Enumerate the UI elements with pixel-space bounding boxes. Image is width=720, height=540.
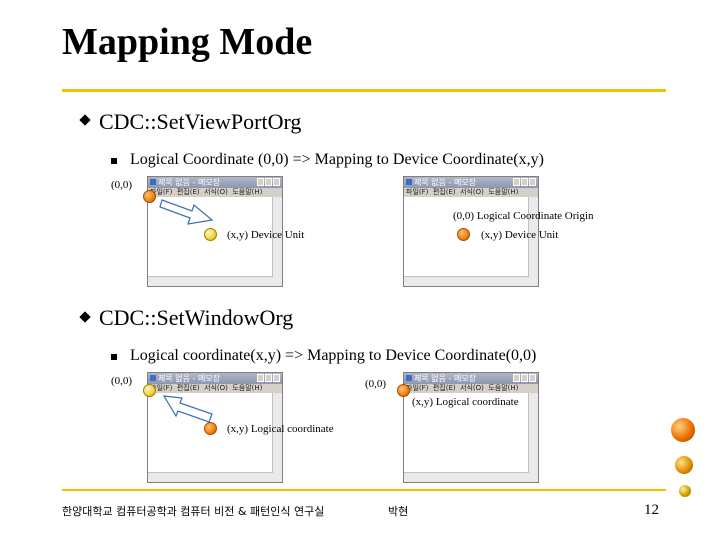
menu-edit[interactable]: 편집(E) [176, 188, 200, 196]
section1-left-point-label: (x,y) Device Unit [227, 229, 305, 241]
menu-format[interactable]: 서식(O) [460, 188, 484, 196]
origin-dot-icon [397, 384, 410, 397]
vertical-scrollbar[interactable] [528, 197, 538, 286]
notepad-window-s2-left: 제목 없음 - 메모장 파일(F) 편집(E) 서식(O) 도움말(H) [147, 372, 283, 483]
section1-right-origin-label: (0,0) Logical Coordinate Origin [453, 210, 594, 222]
menu-help[interactable]: 도움말(H) [488, 188, 519, 196]
window-title: 제목 없음 - 메모장 [414, 178, 477, 187]
page-title: Mapping Mode [62, 21, 313, 63]
menu-edit[interactable]: 편집(E) [176, 384, 200, 392]
menu-file[interactable]: 파일(F) [406, 384, 429, 392]
vertical-scrollbar[interactable] [272, 197, 282, 286]
window-menubar: 파일(F) 편집(E) 서식(O) 도움말(H) [404, 384, 538, 393]
section1-right-point-label: (x,y) Device Unit [481, 229, 559, 241]
menu-help[interactable]: 도움말(H) [488, 384, 519, 392]
window-titlebar: 제목 없음 - 메모장 [404, 177, 538, 188]
notepad-icon [406, 375, 412, 381]
maximize-icon[interactable] [521, 178, 528, 186]
window-titlebar: 제목 없음 - 메모장 [148, 177, 282, 188]
notepad-icon [150, 375, 156, 381]
vertical-scrollbar[interactable] [272, 393, 282, 482]
menu-edit[interactable]: 편집(E) [432, 188, 456, 196]
close-icon[interactable] [273, 178, 280, 186]
section2-right-origin-label: (0,0) [365, 378, 387, 390]
footer-author: 박현 [388, 505, 409, 518]
bullet-square-icon [111, 158, 117, 164]
origin-dot-icon [457, 228, 470, 241]
section1-sub: Logical Coordinate (0,0) => Mapping to D… [130, 151, 544, 168]
window-menubar: 파일(F) 편집(E) 서식(O) 도움말(H) [148, 188, 282, 197]
vertical-scrollbar[interactable] [528, 393, 538, 482]
menu-help[interactable]: 도움말(H) [232, 188, 263, 196]
bullet-diamond-icon [79, 311, 91, 323]
horizontal-scrollbar[interactable] [404, 276, 529, 286]
minimize-icon[interactable] [513, 178, 520, 186]
point-dot-icon [143, 384, 156, 397]
menu-help[interactable]: 도움말(H) [232, 384, 263, 392]
close-icon[interactable] [529, 178, 536, 186]
menu-format[interactable]: 서식(O) [204, 188, 228, 196]
section2-left-origin-label: (0,0) [111, 375, 133, 387]
window-titlebar: 제목 없음 - 메모장 [148, 373, 282, 384]
horizontal-scrollbar[interactable] [148, 472, 273, 482]
notepad-window-s1-left: 제목 없음 - 메모장 파일(F) 편집(E) 서식(O) 도움말(H) [147, 176, 283, 287]
bullet-diamond-icon [79, 114, 91, 126]
origin-dot-icon [204, 422, 217, 435]
minimize-icon[interactable] [257, 374, 264, 382]
window-menubar: 파일(F) 편집(E) 서식(O) 도움말(H) [148, 384, 282, 393]
decor-ball-small-icon [679, 485, 691, 497]
bullet-square-icon [111, 354, 117, 360]
window-menubar: 파일(F) 편집(E) 서식(O) 도움말(H) [404, 188, 538, 197]
maximize-icon[interactable] [265, 374, 272, 382]
section2-sub: Logical coordinate(x,y) => Mapping to De… [130, 347, 537, 364]
title-divider [62, 89, 666, 92]
section1-left-origin-label: (0,0) [111, 179, 133, 191]
point-dot-icon [204, 228, 217, 241]
horizontal-scrollbar[interactable] [404, 472, 529, 482]
decor-ball-large-icon [671, 418, 695, 442]
minimize-icon[interactable] [513, 374, 520, 382]
notepad-window-s2-right: 제목 없음 - 메모장 파일(F) 편집(E) 서식(O) 도움말(H) [403, 372, 539, 483]
notepad-icon [406, 179, 412, 185]
mapping-arrow-icon [162, 395, 213, 423]
notepad-window-s1-right: 제목 없음 - 메모장 파일(F) 편집(E) 서식(O) 도움말(H) [403, 176, 539, 287]
mapping-arrow-icon [159, 199, 214, 225]
close-icon[interactable] [273, 374, 280, 382]
menu-format[interactable]: 서식(O) [204, 384, 228, 392]
horizontal-scrollbar[interactable] [148, 276, 273, 286]
origin-dot-icon [143, 190, 156, 203]
menu-file[interactable]: 파일(F) [150, 384, 173, 392]
maximize-icon[interactable] [265, 178, 272, 186]
maximize-icon[interactable] [521, 374, 528, 382]
minimize-icon[interactable] [257, 178, 264, 186]
window-titlebar: 제목 없음 - 메모장 [404, 373, 538, 384]
section2-heading: CDC::SetWindowOrg [99, 305, 294, 330]
menu-file[interactable]: 파일(F) [150, 188, 173, 196]
window-title: 제목 없음 - 메모장 [158, 178, 221, 187]
section2-left-point-label: (x,y) Logical coordinate [227, 423, 334, 435]
footer-org: 한양대학교 컴퓨터공학과 컴퓨터 비전 & 패턴인식 연구실 [62, 505, 325, 518]
section2-right-point-label: (x,y) Logical coordinate [412, 396, 519, 408]
menu-file[interactable]: 파일(F) [406, 188, 429, 196]
section1-heading: CDC::SetViewPortOrg [99, 109, 302, 134]
close-icon[interactable] [529, 374, 536, 382]
decor-ball-medium-icon [675, 456, 693, 474]
footer-divider [62, 489, 666, 491]
window-title: 제목 없음 - 메모장 [158, 374, 221, 383]
menu-format[interactable]: 서식(O) [460, 384, 484, 392]
page-number: 12 [644, 502, 659, 518]
notepad-icon [150, 179, 156, 185]
window-title: 제목 없음 - 메모장 [414, 374, 477, 383]
menu-edit[interactable]: 편집(E) [432, 384, 456, 392]
